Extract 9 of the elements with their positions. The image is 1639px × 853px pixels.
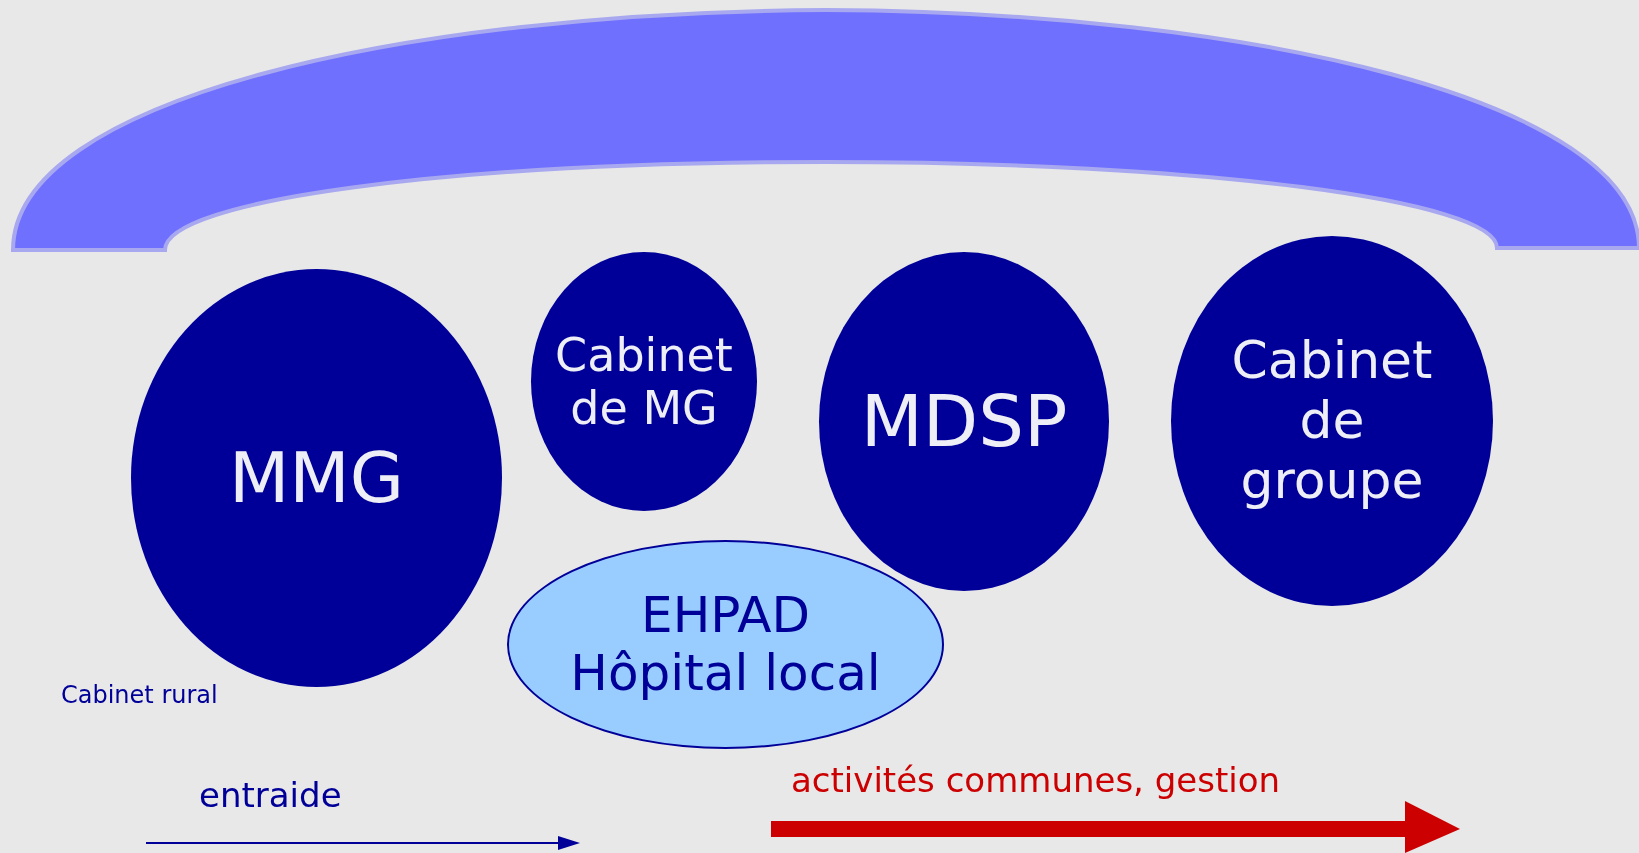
node-label: Cabinet de MG bbox=[554, 328, 734, 435]
node-label: MDSP bbox=[860, 380, 1068, 463]
node-label: EHPAD bbox=[641, 587, 810, 645]
node-label: MMG bbox=[228, 437, 404, 519]
arrow-label: activités communes, gestion bbox=[791, 760, 1281, 800]
arrow-label: entraide bbox=[199, 775, 342, 815]
node-label: Hôpital local bbox=[570, 644, 881, 702]
caption-text: Cabinet rural bbox=[61, 681, 218, 709]
node-label: Cabinet de groupe bbox=[1230, 331, 1434, 511]
